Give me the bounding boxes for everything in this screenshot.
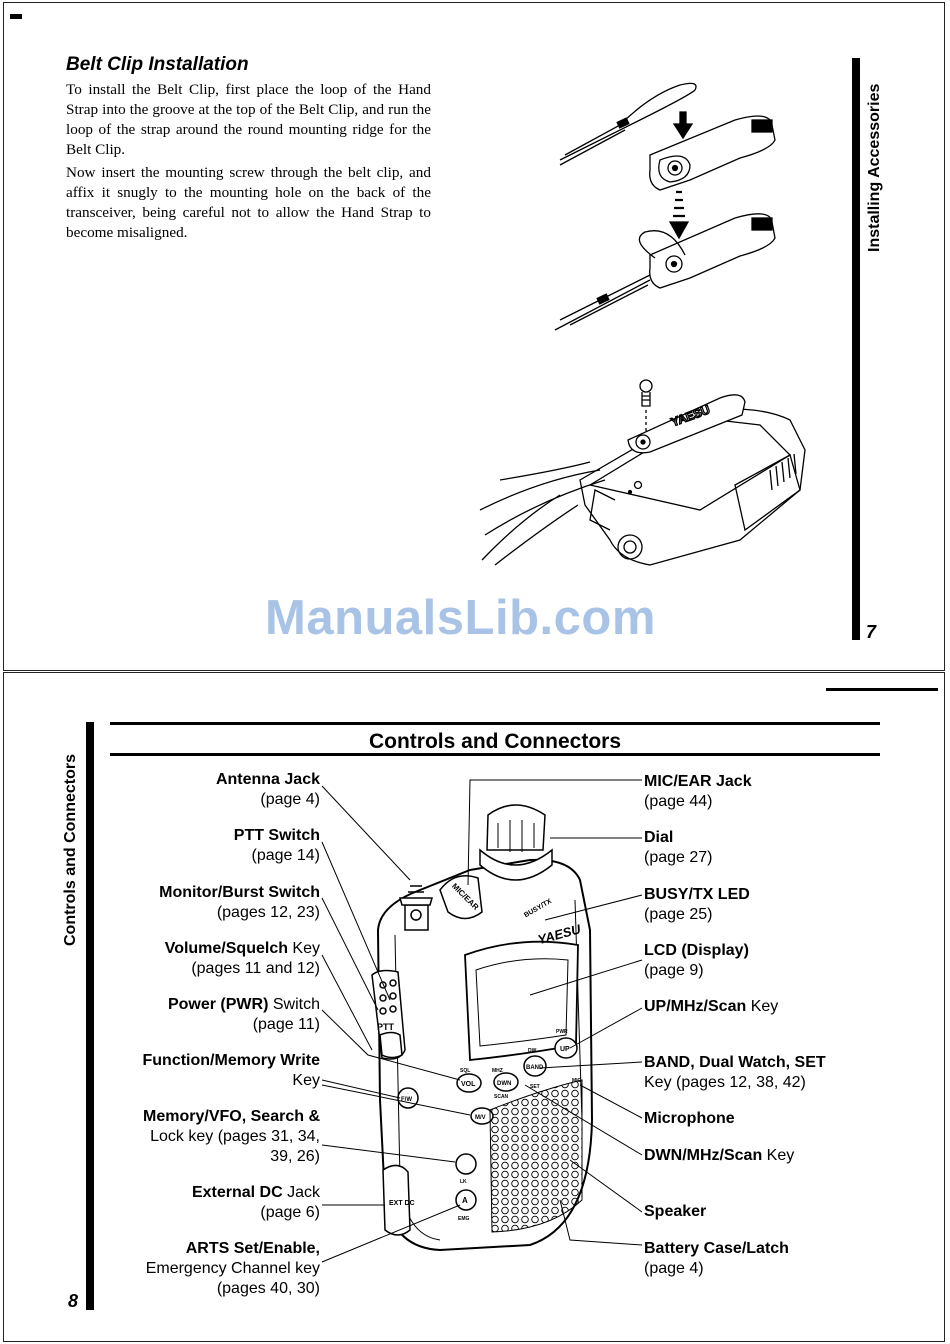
label-antenna-jack: Antenna Jack(page 4) [215,771,320,808]
top-rule [826,688,938,691]
label-lcd-display: LCD (Display)(page 9) [644,942,749,979]
paragraph-2: Now insert the mounting screw through th… [66,164,431,241]
manual-page-8 [3,672,945,1342]
label-dwn-mhz-scan: DWN/MHz/Scan Key [644,1147,795,1164]
label-battery-case: Battery Case/Latch(page 4) [644,1240,789,1277]
label-mic-ear-jack: MIC/EAR Jack(page 44) [644,773,752,810]
watermark: ManualsLib.com [265,591,656,645]
label-memory-vfo: Memory/VFO, Search &Lock key (pages 31, … [143,1108,320,1165]
page-number: 7 [866,622,877,642]
label-microphone: Microphone [644,1110,735,1127]
label-volume-squelch: Volume/Squelch Key(pages 11 and 12) [164,940,320,977]
side-tab-title-8: Controls and Connectors [62,753,79,946]
page-title: Controls and Connectors [110,722,880,756]
label-up-mhz-scan: UP/MHz/Scan Key [644,998,779,1015]
corner-mark [10,14,22,19]
label-arts-emergency: ARTS Set/Enable,Emergency Channel key(pa… [145,1240,320,1297]
label-speaker: Speaker [644,1203,707,1220]
page-number-bar [852,622,860,640]
label-ptt-switch: PTT Switch(page 14) [233,827,320,864]
page-number-8: 8 [68,1291,79,1311]
label-busy-tx-led: BUSY/TX LED(page 25) [644,886,750,923]
label-external-dc: External DC Jack(page 6) [191,1184,320,1221]
side-tab-title: Installing Accessories [866,83,883,252]
side-tab-bar-8 [86,722,94,1310]
label-dial: Dial(page 27) [644,829,713,866]
paragraph-1: To install the Belt Clip, first place th… [66,81,431,158]
section-title: Belt Clip Installation [66,54,249,75]
side-tab-bar [852,58,860,640]
label-power-switch: Power (PWR) Switch(page 11) [167,996,320,1033]
label-monitor-burst: Monitor/Burst Switch(pages 12, 23) [159,884,320,921]
